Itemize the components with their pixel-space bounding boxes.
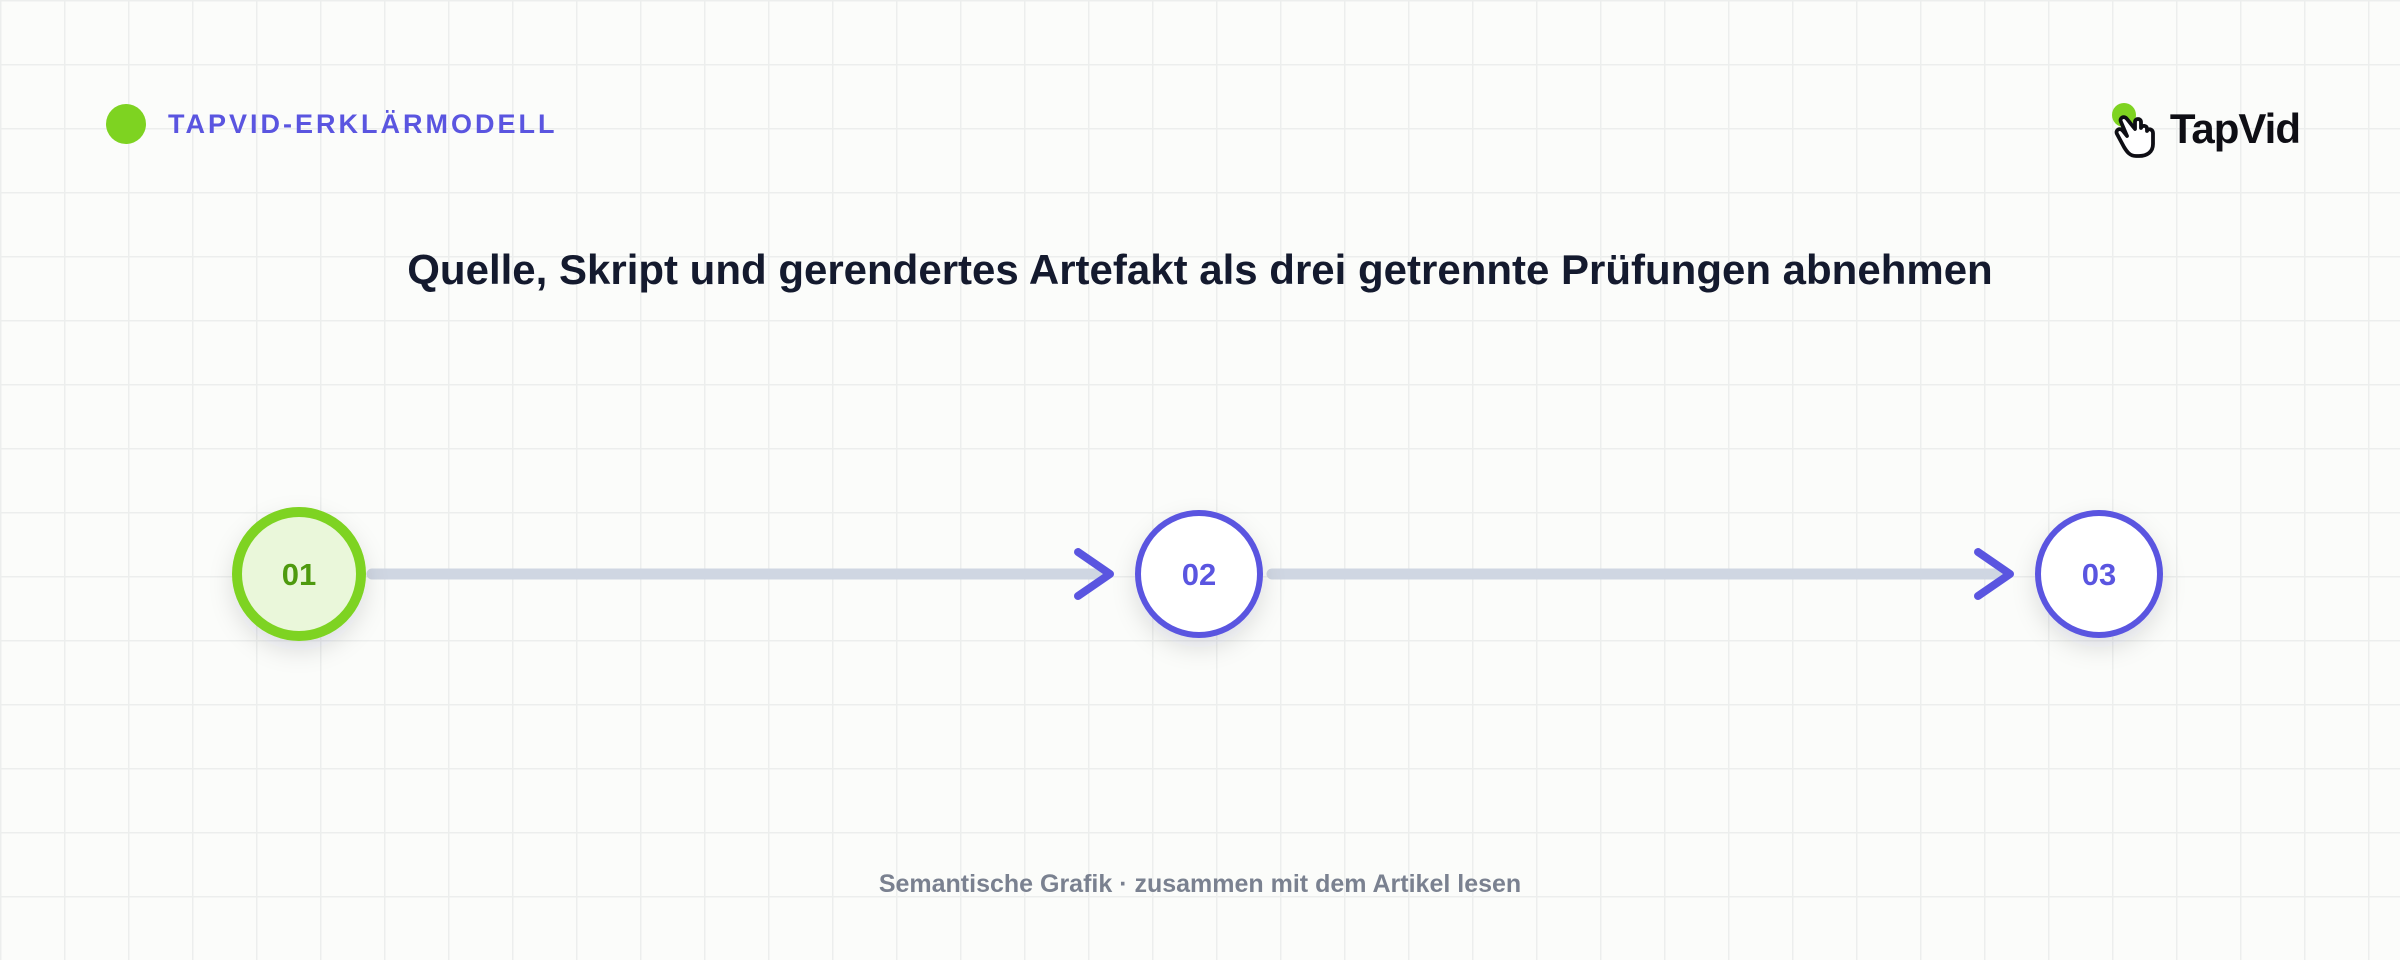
eyebrow-label: TAPVID-ERKLÄRMODELL bbox=[168, 108, 558, 139]
step-circle bbox=[2035, 510, 2163, 638]
step-circle bbox=[1135, 510, 1263, 638]
page-title: Quelle, Skript und gerendertes Artefakt … bbox=[407, 246, 1993, 293]
step-label: 03 bbox=[2082, 557, 2116, 592]
step-label: 02 bbox=[1182, 557, 1216, 592]
connector-2 bbox=[1266, 548, 2014, 600]
eyebrow-dot-icon bbox=[106, 104, 146, 144]
chevron-right-icon bbox=[1974, 548, 2014, 600]
pointing-hand-icon bbox=[2108, 98, 2170, 160]
step-label: 01 bbox=[282, 557, 316, 592]
footer-note: Semantische Grafik · zusammen mit dem Ar… bbox=[878, 870, 1522, 898]
step-node-03: 03 bbox=[2035, 510, 2163, 638]
step-circle bbox=[232, 507, 366, 641]
step-node-02: 02 bbox=[1135, 510, 1263, 638]
brand-name: TapVid bbox=[2169, 105, 2301, 152]
step-node-01: 01 bbox=[232, 507, 366, 641]
connector-1 bbox=[366, 548, 1114, 600]
chevron-right-icon bbox=[1074, 548, 1114, 600]
brand-logo: TapVid bbox=[2108, 98, 2301, 160]
eyebrow: TAPVID-ERKLÄRMODELL bbox=[106, 104, 557, 144]
